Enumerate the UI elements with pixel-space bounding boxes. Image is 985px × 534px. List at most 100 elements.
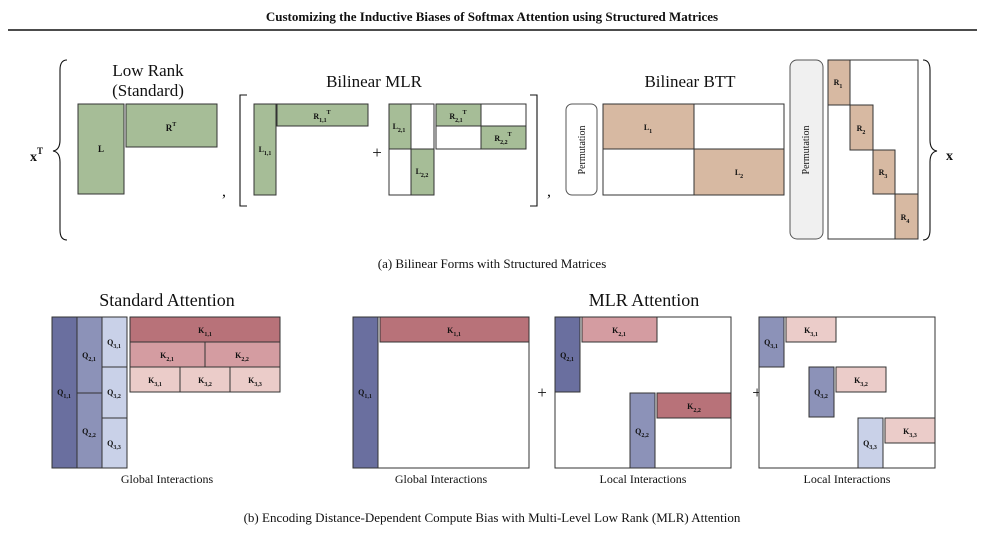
mlr-plus: + (372, 143, 382, 162)
mlr-plus-2: + (752, 383, 762, 402)
bilinear-btt-title: Bilinear BTT (644, 72, 736, 91)
btt-r3 (872, 149, 896, 195)
permutation-right-label: Permutation (801, 126, 812, 175)
mlr-l3-k32-label: K3,2 (854, 376, 868, 388)
btt-r4 (894, 193, 919, 240)
panel-b-caption: (b) Encoding Distance-Dependent Compute … (244, 510, 741, 525)
mlr-level2-footer: Local Interactions (600, 472, 687, 486)
mlr-l22-label: L2,2 (416, 167, 429, 179)
mlr-l3-k31 (785, 316, 837, 343)
mlr-l11-label: L1,1 (259, 145, 272, 157)
mlr-l3-q31-label: Q3,1 (764, 338, 778, 350)
low-rank-l-label: L (98, 144, 104, 154)
std-q21 (76, 316, 103, 394)
btt-r2 (849, 104, 874, 151)
mlr-r11 (276, 103, 369, 127)
bilinear-mlr-block: Bilinear MLR L1,1 R1,1T + L2,1 L2,2 R2,1… (239, 72, 538, 207)
btt-r3-label: R3 (879, 168, 888, 180)
mlr-l3-q32-label: Q3,2 (814, 388, 828, 400)
mlr-level3-footer: Local Interactions (804, 472, 891, 486)
mlr-l3-k33-label: K3,3 (903, 427, 917, 439)
std-q32 (101, 366, 128, 419)
std-k32-label: K3,2 (198, 376, 212, 388)
mlr-left-bracket (239, 94, 247, 207)
right-curly-brace (922, 59, 938, 241)
x-transpose-label: xT (30, 146, 43, 165)
mlr-l22 (410, 148, 435, 196)
mlr-l2-k22-label: K2,2 (687, 402, 701, 414)
panel-b: Standard Attention Q1,1 Q2,1 Q2,2 Q3,1 Q… (51, 290, 936, 525)
standard-attention-footer: Global Interactions (121, 472, 214, 486)
std-q33-label: Q3,3 (107, 439, 121, 451)
mlr-right-bracket (530, 94, 538, 207)
bilinear-mlr-title: Bilinear MLR (326, 72, 423, 91)
mlr-l3-k31-label: K3,1 (804, 326, 818, 338)
figure-title: Customizing the Inductive Biases of Soft… (266, 9, 718, 24)
low-rank-title-2: (Standard) (112, 81, 184, 100)
btt-r4-label: R4 (901, 213, 910, 225)
mlr-l2-k21 (581, 316, 658, 343)
comma-2: , (547, 183, 551, 200)
std-k32 (179, 366, 231, 393)
std-k11-label: K1,1 (198, 326, 212, 338)
low-rank-l-matrix (77, 103, 125, 195)
mlr-l1-q11-label: Q1,1 (358, 388, 372, 400)
mlr-l1-k11 (379, 316, 530, 343)
btt-r2-label: R2 (857, 124, 866, 136)
std-k11 (129, 316, 281, 343)
mlr-r22-label: R2,2T (494, 132, 511, 146)
mlr-l2-q21 (554, 316, 581, 393)
mlr-attention-title: MLR Attention (589, 290, 700, 310)
std-q32-label: Q3,2 (107, 388, 121, 400)
std-q31-label: Q3,1 (107, 338, 121, 350)
mlr-l1-q11 (352, 316, 379, 469)
standard-attention-title: Standard Attention (99, 290, 234, 310)
std-k22 (204, 341, 281, 368)
std-q22 (76, 392, 103, 469)
std-k33 (229, 366, 281, 393)
mlr-l3-q33-label: Q3,3 (863, 439, 877, 451)
permutation-right-box (789, 59, 824, 240)
permutation-left-box (565, 103, 598, 196)
mlr-attention: MLR Attention Q1,1 K1,1 Global Interacti… (352, 290, 936, 486)
low-rank-r-label: RT (166, 122, 177, 133)
btt-r1 (827, 59, 851, 106)
mlr-l2-k21-label: K2,1 (612, 326, 626, 338)
mlr-l2-q22 (629, 392, 656, 469)
comma-1: , (222, 183, 226, 200)
std-k33-label: K3,3 (248, 376, 262, 388)
btt-l2 (693, 148, 785, 196)
mlr-r11-label: R1,1T (313, 110, 330, 124)
btt-l1 (602, 103, 695, 150)
std-k21 (129, 341, 206, 368)
std-q11-label: Q1,1 (57, 388, 71, 400)
std-q21-label: Q2,1 (82, 351, 96, 363)
mlr-l3-k32 (835, 366, 887, 393)
mlr-r21 (435, 103, 482, 127)
panel-a-caption: (a) Bilinear Forms with Structured Matri… (378, 256, 607, 271)
mlr-l2-k22 (656, 392, 732, 419)
mlr-level1-footer: Global Interactions (395, 472, 488, 486)
mlr-l3-q33 (857, 417, 884, 469)
bilinear-btt-block: Bilinear BTT Permutation L1 L2 Permutati… (565, 59, 919, 240)
mlr-l2-q22-label: Q2,2 (635, 427, 649, 439)
mlr-l3-q31 (758, 316, 785, 368)
standard-attention: Standard Attention Q1,1 Q2,1 Q2,2 Q3,1 Q… (51, 290, 281, 486)
std-q33 (101, 417, 128, 469)
mlr-plus-1: + (537, 383, 547, 402)
btt-l1-label: L1 (644, 123, 652, 135)
std-k31-label: K3,1 (148, 376, 162, 388)
low-rank-title-1: Low Rank (112, 61, 184, 80)
panel-a: xT x Low Rank (Standard) L RT , Bilinear… (30, 59, 953, 271)
btt-r1-label: R1 (834, 78, 843, 90)
permutation-left-label: Permutation (577, 126, 588, 175)
mlr-l11 (253, 103, 277, 196)
mlr-r21-label: R2,1T (449, 110, 466, 124)
std-k21-label: K2,1 (160, 351, 174, 363)
mlr-l3-k33 (884, 417, 936, 444)
x-right-label: x (946, 149, 953, 164)
low-rank-r-matrix (125, 103, 218, 148)
mlr-l21-label: L2,1 (393, 122, 406, 134)
std-q22-label: Q2,2 (82, 427, 96, 439)
